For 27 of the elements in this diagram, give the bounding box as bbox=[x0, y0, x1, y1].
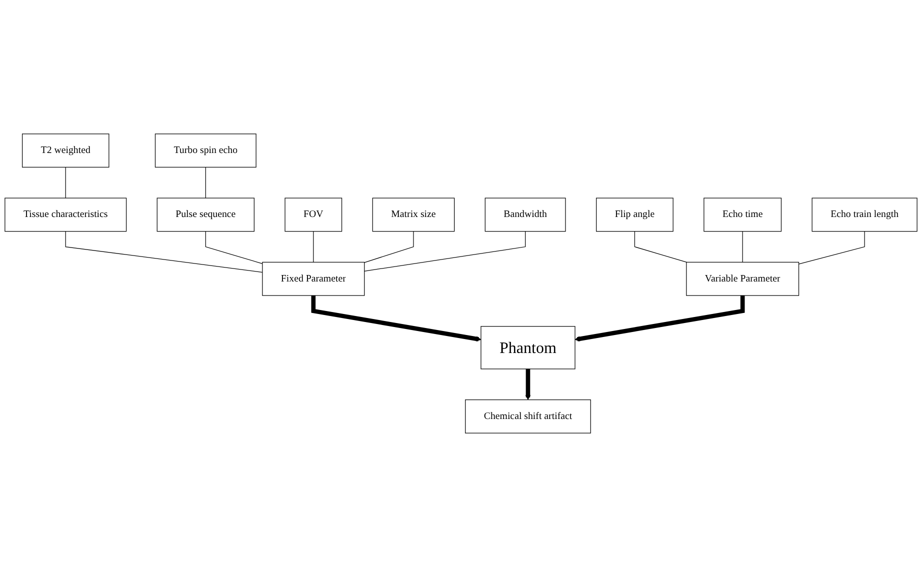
node-box: Turbo spin echo bbox=[154, 134, 256, 168]
connector bbox=[65, 231, 263, 273]
arrow bbox=[574, 296, 745, 342]
connector bbox=[634, 231, 687, 263]
connector bbox=[742, 231, 743, 263]
node-box: T2 weighted bbox=[22, 134, 110, 168]
node-box: Fixed Parameter bbox=[262, 262, 365, 296]
node-box: Tissue characteristics bbox=[4, 198, 127, 232]
connector bbox=[313, 231, 314, 263]
node-box: Echo time bbox=[704, 198, 782, 232]
arrow bbox=[311, 296, 482, 342]
node-box: Chemical shift artifact bbox=[465, 399, 591, 434]
connector bbox=[65, 166, 66, 198]
node-box: Phantom bbox=[480, 326, 576, 370]
connector bbox=[798, 231, 865, 264]
node-box: Bandwidth bbox=[484, 198, 566, 232]
node-box: Matrix size bbox=[372, 198, 455, 232]
node-box: Echo train length bbox=[812, 198, 918, 232]
arrow bbox=[525, 368, 531, 400]
connector bbox=[364, 231, 526, 272]
connector bbox=[205, 231, 263, 264]
node-box: Flip angle bbox=[596, 198, 674, 232]
connector bbox=[205, 166, 206, 198]
connector bbox=[364, 231, 414, 263]
node-box: Variable Parameter bbox=[686, 262, 800, 296]
node-box: Pulse sequence bbox=[156, 198, 254, 232]
node-box: FOV bbox=[284, 198, 342, 232]
